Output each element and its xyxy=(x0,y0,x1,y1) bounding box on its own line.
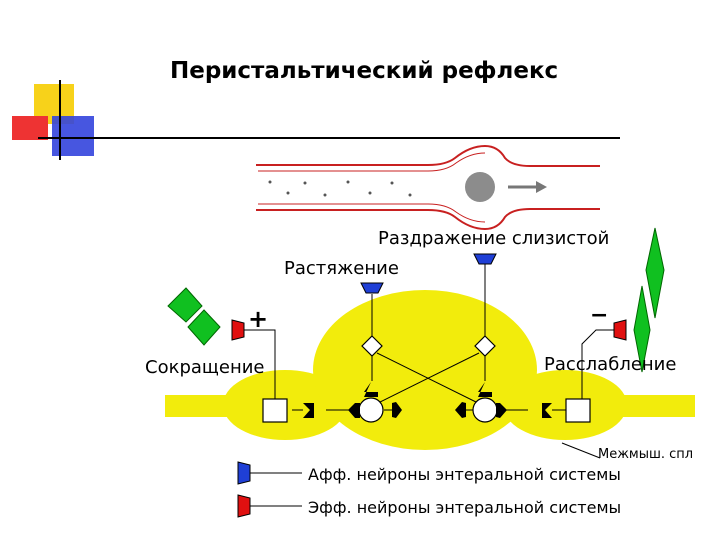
motor-neuron-right xyxy=(565,398,591,423)
label-minus: − xyxy=(590,303,608,328)
slide-title: Перистальтический рефлекс xyxy=(170,58,559,84)
motor-neuron-left xyxy=(262,398,288,423)
efferent-effectors xyxy=(231,319,627,341)
propulsion-arrow xyxy=(508,181,547,193)
synapse-right-motor xyxy=(542,403,552,418)
food-bolus xyxy=(465,172,495,202)
afferent-receptors xyxy=(360,253,497,294)
label-contraction: Сокращение xyxy=(145,357,264,378)
muscle-contracted-a xyxy=(167,287,203,323)
synapse-left-motor xyxy=(303,403,314,418)
gut-contents-dots xyxy=(268,180,412,197)
ganglion-center-body xyxy=(313,290,537,450)
muscle-contracted-b xyxy=(187,309,221,346)
effector-contraction xyxy=(231,319,245,341)
interneuron-right xyxy=(472,397,498,423)
legend-afferent-swatch xyxy=(237,461,251,485)
legend: Афф. нейроны энтеральной системы Эфф. не… xyxy=(237,461,621,518)
label-mucosa-irritation: Раздражение слизистой xyxy=(378,228,609,249)
legend-afferent-label: Афф. нейроны энтеральной системы xyxy=(308,465,621,484)
decor-horizontal-line xyxy=(38,137,108,139)
label-plus: + xyxy=(248,305,268,333)
ganglion-right-lobe xyxy=(503,370,627,440)
muscle-relaxed-a xyxy=(645,227,665,319)
gut-inner-lower xyxy=(258,203,486,223)
muscle-fibers xyxy=(167,227,665,373)
mucosa-receptor xyxy=(473,253,497,265)
muscle-relaxed-b xyxy=(633,285,651,373)
effector-relaxation xyxy=(613,319,627,341)
legend-efferent-label: Эфф. нейроны энтеральной системы xyxy=(308,498,621,517)
gut-wall-upper xyxy=(256,144,600,167)
title-underline xyxy=(100,137,620,139)
synaptic-terminals xyxy=(303,382,552,418)
legend-efferent: Эфф. нейроны энтеральной системы xyxy=(237,494,621,518)
gut-tube xyxy=(256,144,600,231)
synapse-top-left xyxy=(364,382,378,397)
label-relaxation: Расслабление xyxy=(544,354,676,375)
synapse-right-interneuron-a xyxy=(455,402,466,418)
decor-corner xyxy=(8,80,108,160)
labels: Раздражение слизистой Растяжение Сокраще… xyxy=(145,228,693,462)
synapse-top-right xyxy=(478,382,492,397)
sensory-neuron-left xyxy=(361,335,383,357)
gut-inner-upper xyxy=(258,152,486,172)
stretch-receptor xyxy=(360,282,384,294)
legend-afferent: Афф. нейроны энтеральной системы xyxy=(237,461,621,485)
gut-wall-lower xyxy=(256,208,600,231)
decor-red-square xyxy=(12,116,48,140)
decor-vertical-line xyxy=(59,80,61,160)
synapse-right-interneuron-b xyxy=(496,403,507,418)
label-intermuscular-plexus: Межмыш. спл xyxy=(598,447,693,462)
synapse-left-interneuron-a xyxy=(348,403,360,418)
label-stretch: Растяжение xyxy=(284,258,399,279)
sensory-neuron-right xyxy=(474,335,496,357)
interneuron-left xyxy=(358,397,384,423)
legend-efferent-swatch xyxy=(237,494,251,518)
synapse-left-interneuron-b xyxy=(392,402,402,418)
